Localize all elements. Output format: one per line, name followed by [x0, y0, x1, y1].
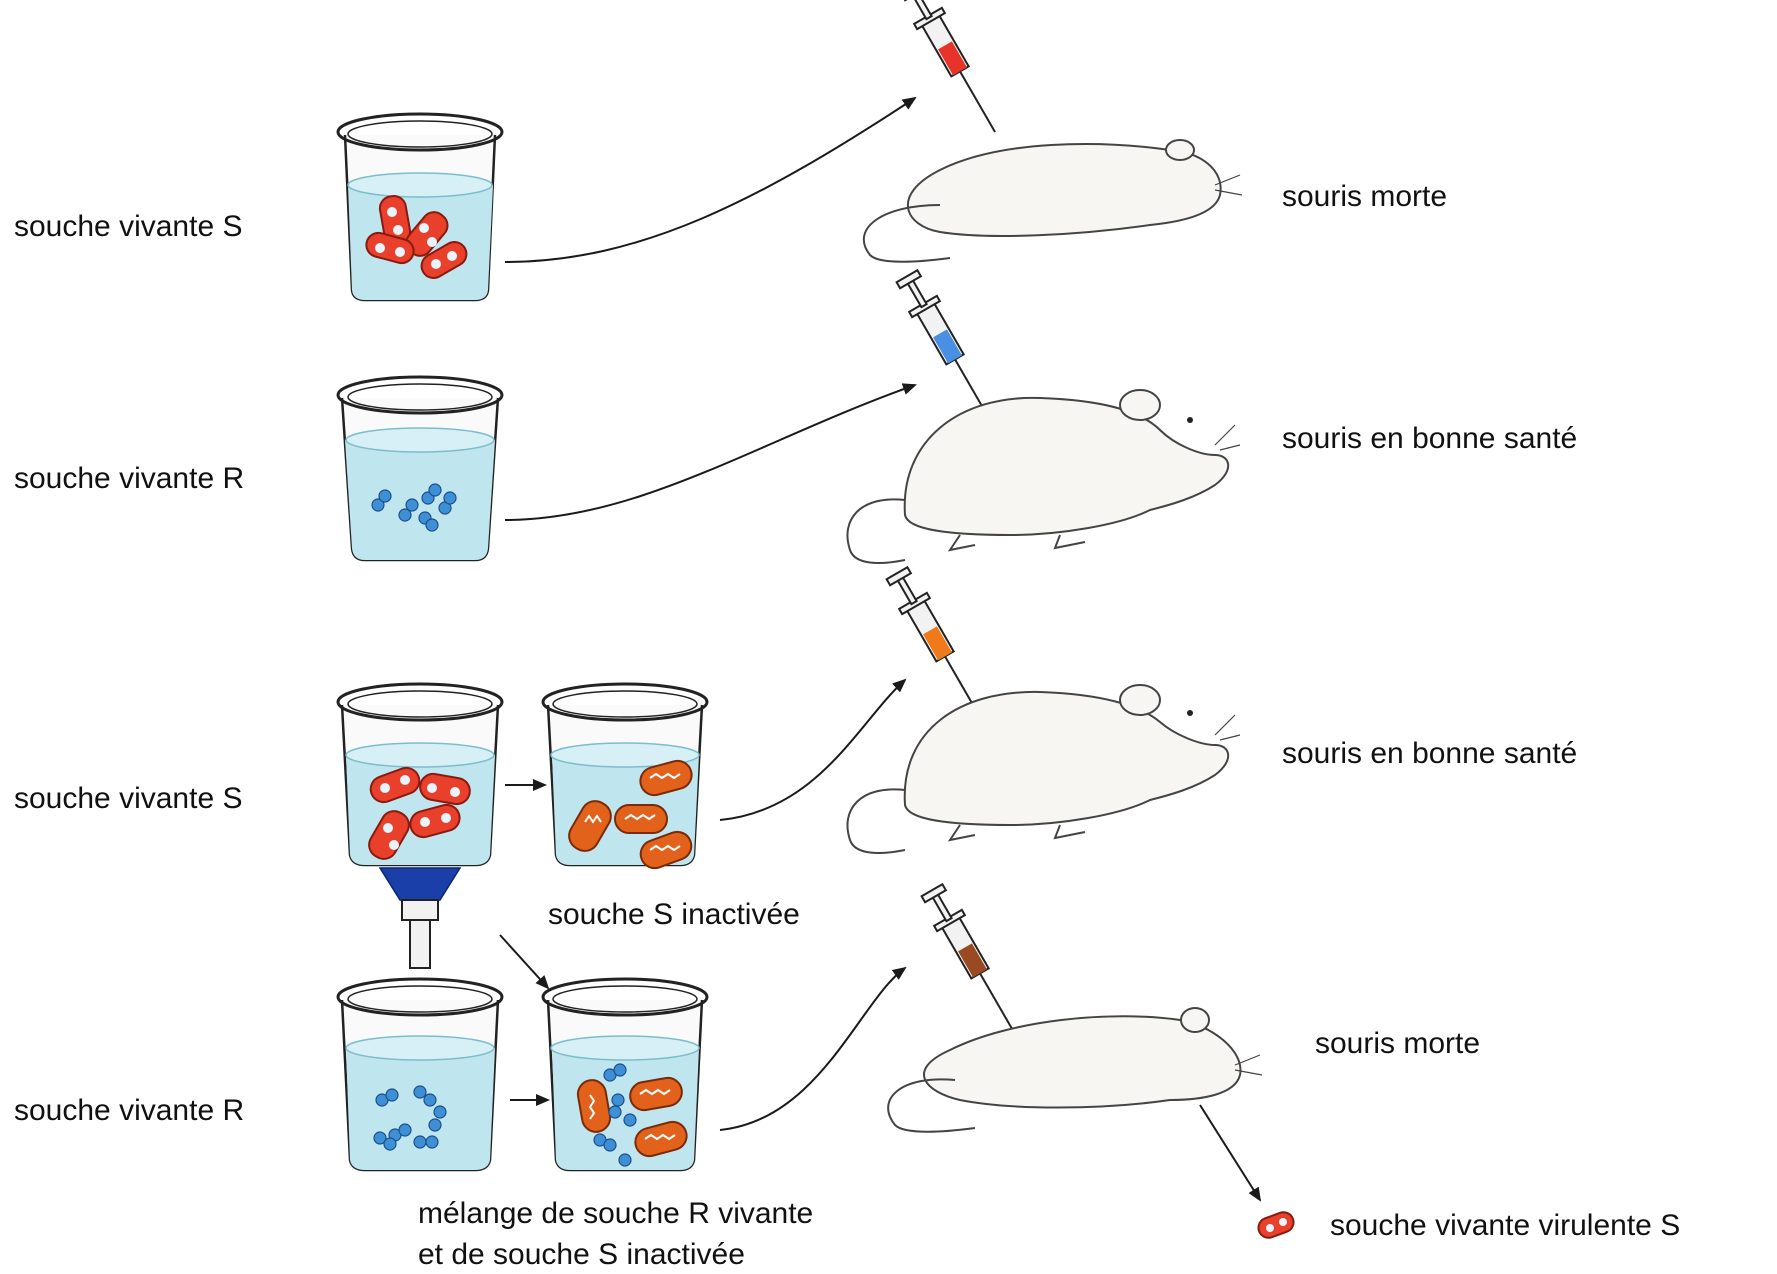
- beaker-icon: [338, 684, 502, 865]
- beaker-icon: [338, 114, 502, 300]
- mouse-healthy-icon: [847, 390, 1240, 563]
- syringe-icon: [898, 0, 1009, 140]
- beaker-icon: [338, 377, 502, 560]
- strain-label: souche vivante R: [14, 1092, 244, 1130]
- outcome-label: souris en bonne santé: [1282, 420, 1577, 458]
- outcome-label: souris morte: [1282, 178, 1447, 216]
- arrow: [720, 968, 905, 1130]
- strain-label: souche vivante S: [14, 780, 242, 818]
- arrow: [505, 385, 915, 520]
- mixture-label-line2: et de souche S inactivée: [418, 1236, 745, 1274]
- outcome-label: souris en bonne santé: [1282, 735, 1577, 773]
- bacterium-icon: [1256, 1209, 1297, 1240]
- filter-funnel-icon: [380, 868, 460, 968]
- arrow: [505, 98, 915, 262]
- outcome-label: souris morte: [1315, 1025, 1480, 1063]
- strain-label: souche vivante S: [14, 208, 242, 246]
- arrow: [1200, 1105, 1260, 1200]
- inactivated-strain-label: souche S inactivée: [548, 896, 800, 934]
- result-strain-label: souche vivante virulente S: [1330, 1207, 1680, 1245]
- mouse-dead-icon: [864, 140, 1242, 262]
- strain-label: souche vivante R: [14, 460, 244, 498]
- arrow: [500, 935, 548, 988]
- mixture-label-line1: mélange de souche R vivante: [418, 1195, 813, 1233]
- syringe-icon: [918, 882, 1029, 1042]
- arrow: [720, 680, 905, 820]
- mouse-healthy-icon: [847, 685, 1240, 853]
